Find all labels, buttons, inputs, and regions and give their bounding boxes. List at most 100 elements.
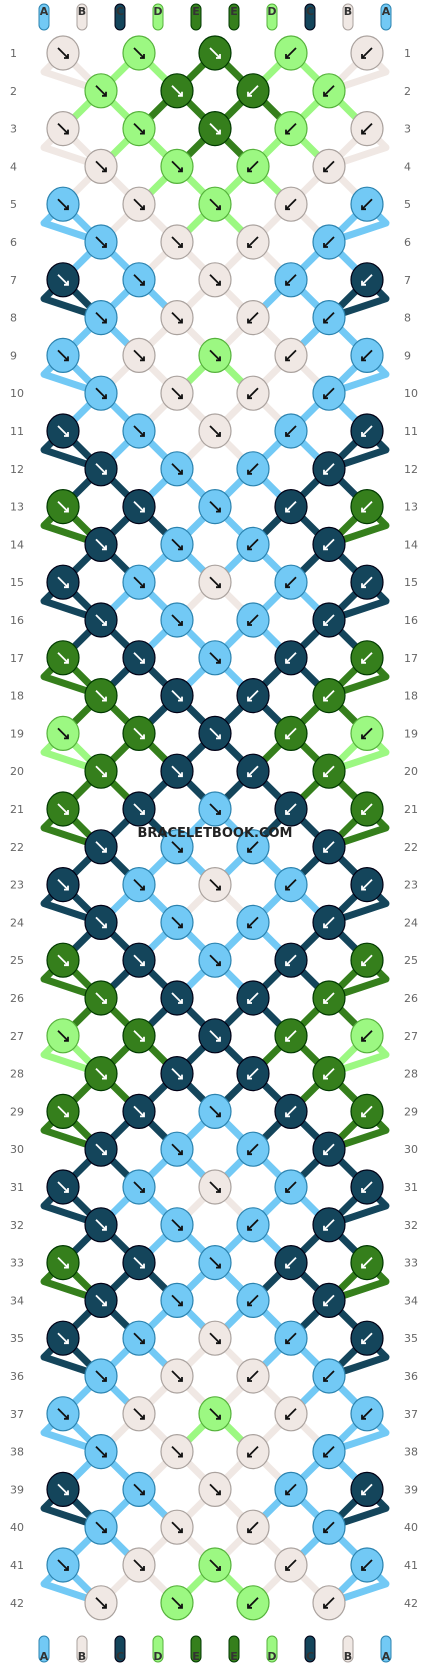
knot — [350, 1244, 384, 1281]
arrow-icon — [95, 1597, 107, 1609]
row-label-left: 1 — [10, 47, 17, 60]
arrow-icon — [133, 122, 145, 135]
knot — [160, 602, 194, 638]
knot — [122, 791, 156, 827]
strand-letter: D — [153, 5, 162, 18]
arrow-icon — [285, 1256, 297, 1269]
knot — [160, 1585, 194, 1621]
row-label-left: 40 — [10, 1521, 24, 1534]
knot — [274, 866, 308, 903]
knot — [350, 1320, 384, 1356]
arrow-icon — [171, 236, 183, 248]
knot — [236, 1055, 270, 1092]
strand-letter: A — [382, 5, 391, 18]
strand-letter: C — [306, 1650, 314, 1663]
arrow-icon — [209, 803, 221, 815]
arrow-icon — [133, 274, 145, 286]
strand-letter: B — [344, 1650, 352, 1663]
arrow-icon — [171, 1597, 183, 1609]
arrow-icon — [95, 1219, 107, 1231]
arrow-icon — [209, 1559, 221, 1571]
knot — [122, 1320, 156, 1356]
knot — [350, 262, 384, 298]
row-label-left: 7 — [10, 274, 17, 287]
arrow-icon — [171, 992, 183, 1004]
row-label-right: 1 — [404, 47, 411, 60]
arrow-icon — [285, 954, 297, 966]
arrow-icon — [247, 916, 259, 929]
knot — [84, 73, 118, 109]
knot — [312, 526, 346, 563]
arrow-icon — [133, 47, 145, 59]
knot — [350, 715, 384, 752]
row-label-left: 36 — [10, 1370, 24, 1383]
row-label-right: 36 — [404, 1370, 418, 1383]
knot — [160, 73, 194, 109]
arrow-icon — [285, 349, 297, 362]
row-label-right: 39 — [404, 1483, 418, 1496]
knot — [274, 111, 308, 147]
arrow-icon — [285, 1030, 297, 1042]
arrow-icon — [133, 727, 145, 740]
arrow-icon — [285, 47, 297, 59]
row-label-right: 9 — [404, 349, 411, 362]
knot — [160, 526, 194, 563]
row-label-left: 21 — [10, 803, 24, 816]
knot — [122, 111, 156, 147]
knot — [198, 942, 232, 978]
knot — [312, 904, 346, 941]
arrow-icon — [95, 689, 107, 702]
arrow-icon — [57, 1030, 69, 1042]
knot — [122, 262, 156, 298]
knot — [122, 1169, 156, 1205]
arrow-icon — [323, 236, 335, 248]
arrow-icon — [95, 1370, 107, 1382]
arrow-icon — [285, 274, 297, 286]
knot — [274, 791, 308, 827]
row-label-left: 22 — [10, 841, 24, 854]
arrow-icon — [57, 349, 69, 362]
row-label-right: 41 — [404, 1559, 418, 1572]
arrow-icon — [247, 1143, 259, 1155]
arrow-icon — [323, 160, 335, 173]
arrow-icon — [323, 1521, 335, 1533]
knot — [46, 35, 80, 71]
row-label-left: 6 — [10, 236, 17, 249]
arrow-icon — [133, 1483, 145, 1496]
strand-tab: C — [114, 3, 126, 31]
knot — [198, 489, 232, 525]
knot — [350, 337, 384, 373]
row-label-left: 38 — [10, 1446, 24, 1459]
knot — [84, 980, 118, 1016]
arrow-icon — [171, 311, 183, 324]
arrow-icon — [285, 727, 297, 740]
knot — [236, 375, 270, 411]
row-label-left: 26 — [10, 992, 24, 1005]
knot — [350, 1396, 384, 1432]
arrow-icon — [171, 1143, 183, 1155]
strand-tab: A — [380, 3, 392, 31]
knot — [46, 1244, 80, 1281]
row-label-right: 6 — [404, 236, 411, 249]
knot — [46, 1018, 80, 1054]
strand-letter: E — [192, 1650, 200, 1663]
arrow-icon — [285, 425, 297, 437]
arrow-icon — [209, 349, 221, 362]
arrow-icon — [133, 803, 145, 815]
knot — [350, 640, 384, 676]
knot — [122, 413, 156, 449]
strand-tab: E — [190, 1635, 202, 1663]
knot — [350, 111, 384, 147]
row-label-left: 20 — [10, 765, 24, 778]
knot — [274, 564, 308, 600]
knot — [198, 262, 232, 298]
arrow-icon — [209, 47, 221, 59]
arrow-icon — [323, 1143, 335, 1155]
knot — [236, 677, 270, 714]
knot — [312, 451, 346, 487]
strand-tab: B — [76, 3, 88, 31]
knot — [160, 1433, 194, 1470]
row-label-left: 35 — [10, 1332, 24, 1345]
arrow-icon — [133, 1181, 145, 1193]
